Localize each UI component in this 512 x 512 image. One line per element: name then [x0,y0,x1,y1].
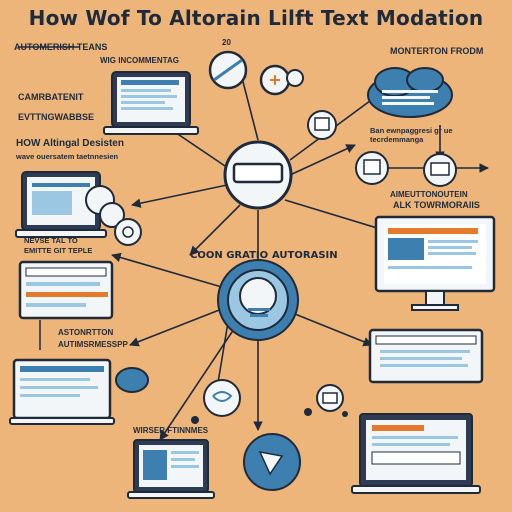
laptop-icon [103,71,199,135]
left-lower-label-1: ASTONRTTON [58,328,114,337]
page-title: How Wof To Altorain Lilft Text Modation [28,6,484,30]
center-left-label: COON GRATIO [190,250,269,261]
network-hub-icon [223,140,293,210]
monitor-icon [127,439,215,499]
top-center-label: WIG INCOMMENTAG [100,56,179,65]
left-lower-label-2: AUTIMSRMESSPP [58,340,128,349]
top-right-label: MONTERTON FRODM [390,46,484,56]
document-icon [307,110,337,140]
right-label-2: AIMEUTTONOUTEIN [390,190,468,199]
monitor-icon [374,215,496,311]
below-left-laptop-label-2: EMITTE GIT TEPLE [24,246,93,255]
label-underlines [18,46,80,350]
laptop-icon [351,413,481,494]
cloud-icon [367,67,453,118]
left-label-4: wave ouersatem taetnnesien [16,152,119,161]
below-left-laptop-label: NEVSE TAL TO [24,236,78,245]
left-label-2: EVTTNGWABBSE [18,112,95,122]
monitor-icon [368,328,484,384]
laptop-icon [9,358,149,425]
chat-bubble-icon [355,151,457,187]
laptop-icon [15,171,142,246]
center-right-label: AUTORASIN [272,250,338,261]
left-label-1: CAMRBATENIT [18,92,84,102]
bottom-center-label: WIRSER FTINNMES [133,426,209,435]
gear-icon [208,50,304,96]
left-label-3: HOW Altingal Desisten [16,138,124,149]
document-icon [18,260,114,320]
right-mid-label: ALK TOWRMORAIIS [393,200,480,210]
top-left-header: AUTOMERISH TEANS [14,42,108,52]
chat-bubble-icon [191,379,348,424]
globe-icon [243,433,301,491]
top-center-small-label: 20 [222,38,231,47]
globe-icon [217,259,299,341]
right-label-1: Ban ewnpaggresi gr ue tecrdemmanga [370,126,453,144]
